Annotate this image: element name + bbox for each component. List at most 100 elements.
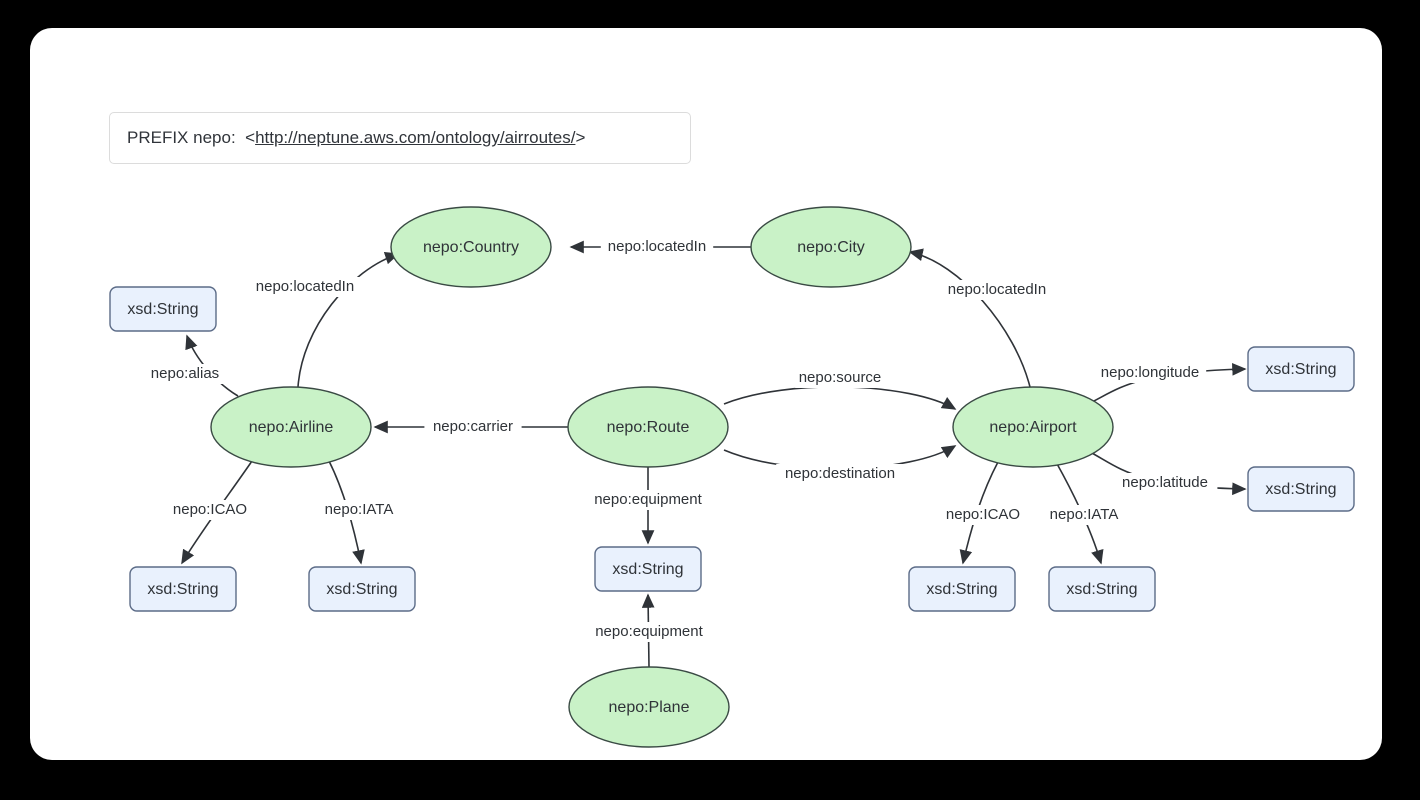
node-label: xsd:String bbox=[1066, 581, 1137, 598]
edge-label-backdrop bbox=[592, 622, 706, 642]
node-label: xsd:String bbox=[1265, 361, 1336, 378]
node-str_equip[interactable]: xsd:String bbox=[594, 546, 702, 592]
node-label: xsd:String bbox=[326, 581, 397, 598]
node-label: nepo:Plane bbox=[609, 699, 690, 716]
prefix-declaration-box: PREFIX nepo: < http://neptune.aws.com/on… bbox=[109, 112, 691, 164]
edge-label: nepo:IATA bbox=[1050, 506, 1119, 523]
edge-label: nepo:locatedIn bbox=[256, 278, 354, 295]
node-label: nepo:Country bbox=[423, 239, 519, 256]
class-node-ellipse[interactable] bbox=[568, 666, 730, 748]
edge-label-backdrop bbox=[600, 237, 714, 257]
node-str_alias[interactable]: xsd:String bbox=[109, 286, 217, 332]
edges-layer: nepo:locatedIn nepo:locatedIn nepo:located… bbox=[144, 237, 1247, 668]
edge-e_airline_iata: nepo:IATA bbox=[321, 460, 397, 565]
prefix-name: nepo: bbox=[193, 128, 236, 147]
edge-e_route_carrier: nepo:carrier bbox=[373, 417, 568, 437]
node-str_ailn_iata[interactable]: xsd:String bbox=[308, 566, 416, 612]
ontology-graph: nepo:locatedIn nepo:locatedIn nepo:located… bbox=[109, 206, 1355, 748]
class-node-ellipse[interactable] bbox=[567, 386, 729, 468]
node-city[interactable]: nepo:City bbox=[750, 206, 912, 288]
edge-label-backdrop bbox=[321, 500, 397, 520]
edge-label-backdrop bbox=[172, 500, 248, 520]
edge-label: nepo:locatedIn bbox=[948, 281, 1046, 298]
class-node-ellipse[interactable] bbox=[210, 386, 372, 468]
edge-label: nepo:source bbox=[799, 369, 882, 386]
prefix-url-link[interactable]: http://neptune.aws.com/ontology/airroute… bbox=[255, 128, 576, 147]
edge-e_airport_iata: nepo:IATA bbox=[1046, 461, 1122, 565]
prefix-close-bracket: > bbox=[575, 128, 586, 147]
literal-node-rect[interactable] bbox=[129, 566, 237, 612]
node-str_ailn_icao[interactable]: xsd:String bbox=[129, 566, 237, 612]
prefix-open-bracket: < bbox=[245, 128, 256, 147]
edge-label-backdrop bbox=[248, 277, 362, 297]
edge-label: nepo:alias bbox=[151, 365, 219, 382]
node-str_lat[interactable]: xsd:String bbox=[1247, 466, 1355, 512]
edge-label: nepo:latitude bbox=[1122, 474, 1208, 491]
edge-label-backdrop bbox=[940, 280, 1054, 300]
node-label: nepo:City bbox=[797, 239, 865, 256]
node-route[interactable]: nepo:Route bbox=[567, 386, 729, 468]
class-node-ellipse[interactable] bbox=[390, 206, 552, 288]
node-label: xsd:String bbox=[926, 581, 997, 598]
edge-label-backdrop bbox=[1046, 505, 1122, 525]
edge-e_airport_icao: nepo:ICAO bbox=[945, 461, 1021, 565]
node-airline[interactable]: nepo:Airline bbox=[210, 386, 372, 468]
node-label: xsd:String bbox=[127, 301, 198, 318]
edge-label: nepo:ICAO bbox=[173, 501, 247, 518]
literal-node-rect[interactable] bbox=[109, 286, 217, 332]
edge-label: nepo:equipment bbox=[595, 623, 703, 640]
edge-e_airport_lat: nepo:latitude bbox=[1089, 451, 1247, 496]
edge-line bbox=[297, 251, 400, 388]
edge-e_route_equip: nepo:equipment bbox=[591, 467, 705, 545]
node-str_arpt_icao[interactable]: xsd:String bbox=[908, 566, 1016, 612]
edge-e_airport_lon: nepo:longitude bbox=[1089, 362, 1247, 404]
edge-label: nepo:carrier bbox=[433, 418, 513, 435]
node-label: nepo:Airport bbox=[989, 419, 1077, 436]
edge-label-backdrop bbox=[591, 490, 705, 510]
edge-label: nepo:destination bbox=[785, 465, 895, 482]
edge-label-backdrop bbox=[945, 505, 1021, 525]
edge-label: nepo:ICAO bbox=[946, 506, 1020, 523]
edge-label-backdrop bbox=[144, 364, 226, 384]
edge-e_route_source: nepo:source bbox=[723, 368, 957, 410]
node-str_arpt_iata[interactable]: xsd:String bbox=[1048, 566, 1156, 612]
edge-e_airport_city: nepo:locatedIn bbox=[908, 248, 1054, 388]
edge-label-backdrop bbox=[424, 417, 522, 437]
class-node-ellipse[interactable] bbox=[952, 386, 1114, 468]
edge-label: nepo:longitude bbox=[1101, 364, 1199, 381]
edge-label-backdrop bbox=[1093, 363, 1207, 383]
node-country[interactable]: nepo:Country bbox=[390, 206, 552, 288]
edge-e_city_country: nepo:locatedIn bbox=[569, 237, 751, 257]
edge-label: nepo:equipment bbox=[594, 491, 702, 508]
literal-node-rect[interactable] bbox=[1048, 566, 1156, 612]
edge-e_plane_equip: nepo:equipment bbox=[592, 593, 706, 668]
node-label: nepo:Route bbox=[607, 419, 690, 436]
edge-e_route_dest: nepo:destination bbox=[723, 445, 957, 484]
edge-label: nepo:IATA bbox=[325, 501, 394, 518]
node-plane[interactable]: nepo:Plane bbox=[568, 666, 730, 748]
node-label: xsd:String bbox=[612, 561, 683, 578]
literal-node-rect[interactable] bbox=[1247, 466, 1355, 512]
edge-e_airline_icao: nepo:ICAO bbox=[172, 460, 253, 565]
class-node-ellipse[interactable] bbox=[750, 206, 912, 288]
edge-e_airline_country: nepo:locatedIn bbox=[248, 251, 400, 388]
diagram-panel: PREFIX nepo: < http://neptune.aws.com/on… bbox=[30, 28, 1382, 760]
prefix-keyword: PREFIX bbox=[127, 128, 189, 147]
edge-e_airline_alias: nepo:alias bbox=[144, 334, 239, 397]
node-airport[interactable]: nepo:Airport bbox=[952, 386, 1114, 468]
node-label: xsd:String bbox=[1265, 481, 1336, 498]
edge-label-backdrop bbox=[795, 368, 885, 388]
literal-node-rect[interactable] bbox=[308, 566, 416, 612]
node-label: nepo:Airline bbox=[249, 419, 334, 436]
nodes-layer: nepo:Country nepo:City nepo:Airline nepo:Ro… bbox=[109, 206, 1355, 748]
literal-node-rect[interactable] bbox=[1247, 346, 1355, 392]
edge-line bbox=[908, 248, 1031, 388]
edge-label-backdrop bbox=[1112, 473, 1218, 493]
literal-node-rect[interactable] bbox=[908, 566, 1016, 612]
node-str_lon[interactable]: xsd:String bbox=[1247, 346, 1355, 392]
edge-line bbox=[723, 386, 957, 410]
node-label: xsd:String bbox=[147, 581, 218, 598]
literal-node-rect[interactable] bbox=[594, 546, 702, 592]
edge-label: nepo:locatedIn bbox=[608, 238, 706, 255]
